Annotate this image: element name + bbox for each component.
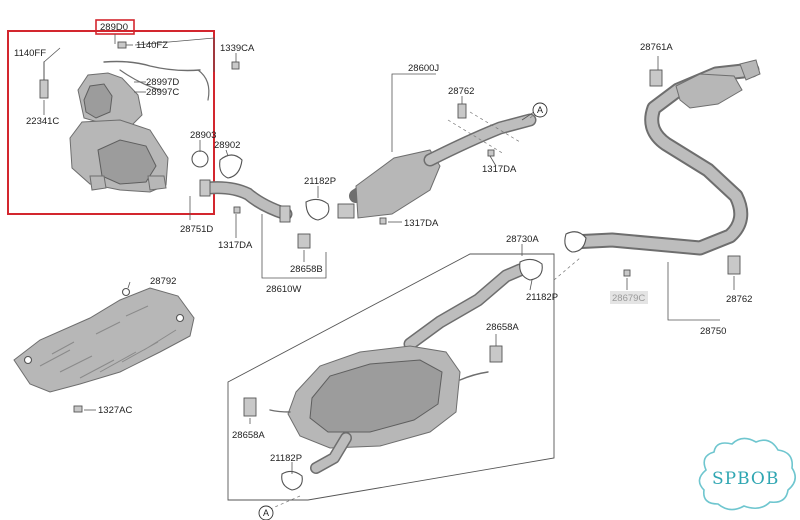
label-28751D: 28751D bbox=[180, 224, 213, 235]
rear-pipe-28750[interactable] bbox=[564, 59, 761, 256]
label-28679C: 28679C bbox=[612, 293, 645, 304]
clamp-28902 bbox=[219, 154, 243, 179]
highlight-code: 289D0 bbox=[100, 22, 128, 33]
hanger-28658A-a bbox=[243, 397, 257, 417]
ref-marker-a-top-text: A bbox=[537, 105, 543, 115]
catalytic-converter-assembly[interactable] bbox=[69, 60, 210, 193]
label-1339CA: 1339CA bbox=[220, 43, 255, 54]
label-28997C: 28997C bbox=[146, 87, 179, 98]
label-28658A-b: 28658A bbox=[486, 322, 519, 333]
gasket-28903 bbox=[191, 150, 209, 168]
hanger-28658A-b bbox=[489, 345, 503, 363]
label-21182P-a: 21182P bbox=[304, 176, 336, 187]
ref-marker-a-bottom-text: A bbox=[263, 508, 269, 518]
label-28792: 28792 bbox=[150, 276, 176, 287]
label-28903: 28903 bbox=[190, 130, 216, 141]
label-28658B: 28658B bbox=[290, 264, 323, 275]
label-1317DA-a: 1317DA bbox=[218, 240, 253, 251]
nut-1339CA bbox=[231, 61, 240, 70]
center-pipe-28600J[interactable] bbox=[337, 111, 537, 219]
gasket-21182P-b bbox=[519, 258, 543, 281]
label-28730A: 28730A bbox=[506, 234, 539, 245]
gasket-21182P-c bbox=[281, 470, 303, 491]
hanger-28762-a bbox=[457, 103, 467, 119]
label-28761A: 28761A bbox=[640, 42, 673, 53]
label-28750: 28750 bbox=[700, 326, 726, 337]
nut-1317DA-c bbox=[487, 149, 495, 157]
front-pipe-28610W[interactable] bbox=[199, 179, 293, 223]
muffler-28730A[interactable] bbox=[269, 263, 527, 474]
bracket-22341C bbox=[39, 79, 49, 99]
label-1140FF: 1140FF bbox=[14, 48, 46, 59]
label-1327AC: 1327AC bbox=[98, 405, 132, 416]
heat-shield-28792[interactable] bbox=[13, 287, 195, 393]
label-28902: 28902 bbox=[214, 140, 240, 151]
hanger-28658B bbox=[297, 233, 311, 249]
ref-marker-a-top bbox=[532, 102, 548, 118]
label-28600J: 28600J bbox=[408, 63, 439, 74]
nut-1317DA-b bbox=[379, 217, 387, 225]
label-21182P-c: 21182P bbox=[270, 453, 302, 464]
label-1140FZ: 1140FZ bbox=[136, 40, 168, 51]
label-22341C: 22341C bbox=[26, 116, 59, 127]
label-28658A-a: 28658A bbox=[232, 430, 265, 441]
label-28679C-shade bbox=[610, 291, 648, 304]
label-28997D: 28997D bbox=[146, 77, 179, 88]
muffler-box bbox=[227, 253, 555, 501]
bolt-1140FZ bbox=[117, 41, 127, 49]
label-28610W: 28610W bbox=[266, 284, 301, 295]
watermark-logo: SPBOB bbox=[698, 437, 796, 511]
nut-28679C bbox=[623, 269, 631, 277]
hanger-28762-b bbox=[727, 255, 741, 275]
gasket-21182P-a bbox=[305, 198, 330, 221]
label-1317DA-b: 1317DA bbox=[404, 218, 439, 229]
label-1317DA-c: 1317DA bbox=[482, 164, 517, 175]
nut-1317DA-a bbox=[233, 206, 241, 214]
highlight-frame bbox=[7, 30, 215, 215]
ref-marker-a-bottom bbox=[258, 505, 274, 520]
label-28762-a: 28762 bbox=[448, 86, 474, 97]
hanger-28761A bbox=[649, 69, 663, 87]
label-21182P-b: 21182P bbox=[526, 292, 558, 303]
nut-1327AC bbox=[73, 405, 83, 413]
label-28762-b: 28762 bbox=[726, 294, 752, 305]
watermark-text: SPBOB bbox=[712, 469, 779, 489]
